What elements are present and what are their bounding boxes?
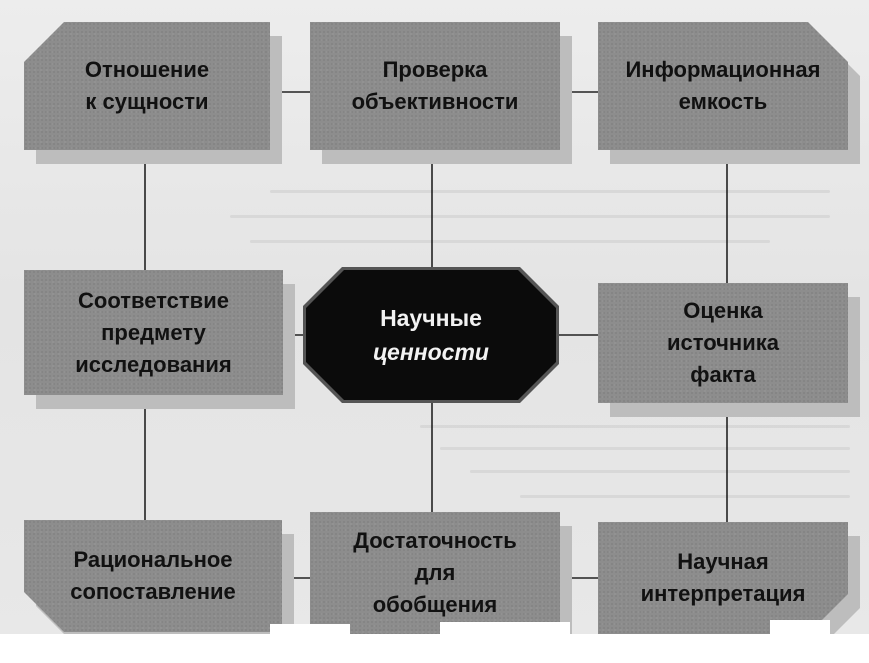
background-line	[520, 495, 850, 498]
node-scientific-interpretation: Научная интерпретация	[598, 522, 848, 634]
background-line	[420, 425, 850, 428]
background-line	[440, 447, 850, 450]
center-label-line1: Научные	[380, 305, 482, 331]
scan-whiteout	[270, 624, 350, 636]
node-generalization-sufficiency: Достаточность для обобщения	[310, 512, 572, 648]
background-line	[270, 190, 830, 193]
node-label: Рациональное сопоставление	[70, 547, 236, 604]
scan-whiteout	[440, 622, 570, 636]
center-node-scientific-values: Научные ценности	[306, 270, 556, 400]
scan-whiteout	[770, 620, 830, 636]
center-label-line2: ценности	[373, 339, 489, 365]
center-node-label: Научные ценности	[373, 301, 489, 369]
node-subject-conformity: Соответствие предмету исследования	[24, 270, 295, 409]
node-label: Достаточность для обобщения	[353, 528, 517, 617]
node-label: Соответствие предмету исследования	[75, 287, 232, 377]
background-line	[250, 240, 770, 243]
node-face: Рациональное сопоставление	[24, 520, 282, 632]
background-line	[230, 215, 830, 218]
node-face: Отношение к сущности	[24, 22, 270, 150]
node-face: Соответствие предмету исследования	[24, 270, 283, 395]
node-label: Информационная емкость	[625, 57, 821, 114]
node-label: Проверка объективности	[351, 57, 519, 114]
background-line	[470, 470, 850, 473]
node-label: Отношение к сущности	[84, 57, 210, 114]
node-face: Научная интерпретация	[598, 522, 848, 634]
center-node-face: Научные ценности	[306, 270, 556, 400]
node-label: Научная интерпретация	[640, 549, 806, 606]
node-label: Оценка источника факта	[667, 298, 779, 387]
node-face: Достаточность для обобщения	[310, 512, 560, 634]
node-information-capacity: Информационная емкость	[598, 22, 848, 150]
node-rational-comparison: Рациональное сопоставление	[24, 520, 282, 632]
node-face: Проверка объективности	[310, 22, 560, 150]
node-face: Информационная емкость	[598, 22, 848, 150]
node-source-assessment: Оценка источника факта	[598, 283, 860, 417]
node-face: Оценка источника факта	[598, 283, 848, 403]
node-objectivity-check: Проверка объективности	[310, 22, 572, 164]
node-attitude-to-essence: Отношение к сущности	[24, 22, 282, 164]
scan-bottom-margin	[0, 634, 869, 663]
